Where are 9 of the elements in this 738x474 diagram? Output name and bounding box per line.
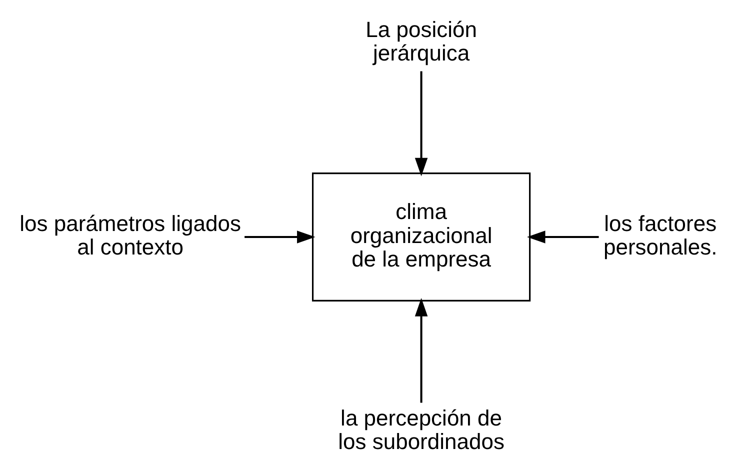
arrow [414,298,428,403]
arrow [527,230,599,244]
node-text: la percepción de los subordinados [338,405,504,454]
node-text: los factores personales. [603,211,718,260]
node-text: los parámetros ligados al contexto [20,211,241,260]
arrow [414,71,428,176]
node-text: La posición jerárquica [366,16,477,66]
node-box: clima organizacional de la empresa [312,172,531,302]
arrow [244,230,316,244]
